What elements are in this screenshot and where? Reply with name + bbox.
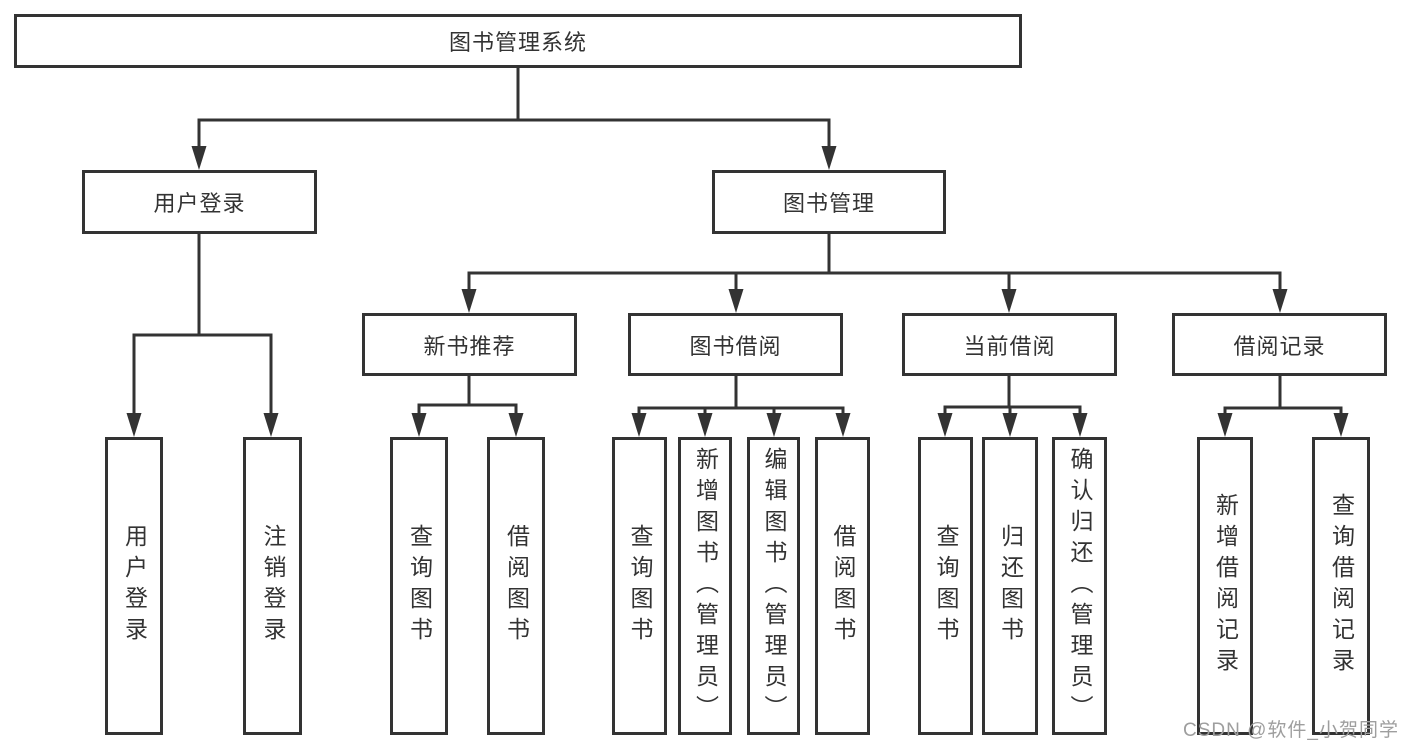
node-label: 新书推荐: [423, 333, 516, 359]
node-borrowing-records: 借阅记录: [1172, 313, 1387, 376]
node-current-borrowing: 当前借阅: [902, 313, 1117, 376]
leaf-query-books-2: 查询图书: [612, 437, 667, 735]
leaf-add-books-admin: 新增图书（管理员）: [678, 437, 732, 735]
node-label: 图书管理: [782, 191, 875, 216]
leaf-logout: 注销登录: [243, 437, 302, 735]
leaf-label: 查询借阅记录: [1328, 493, 1355, 679]
leaf-label: 查询图书: [627, 524, 653, 648]
connector-paths: [132, 68, 1343, 417]
leaf-borrow-books-2: 借阅图书: [815, 437, 870, 735]
node-library-management-system: 图书管理系统: [14, 14, 1022, 68]
leaf-label: 查询图书: [933, 524, 959, 648]
csdn-watermark: CSDN @软件_小贺同学: [1183, 720, 1399, 741]
node-book-management: 图书管理: [712, 170, 946, 234]
leaf-label: 用户登录: [121, 524, 148, 648]
leaf-label: 注销登录: [260, 524, 286, 648]
leaf-label: 新增借阅记录: [1212, 493, 1239, 679]
leaf-label: 编辑图书（管理员）: [761, 446, 787, 726]
leaf-confirm-return-admin: 确认归还（管理员）: [1052, 437, 1107, 735]
leaf-label: 查询图书: [406, 524, 433, 648]
node-new-book-recommend: 新书推荐: [362, 313, 577, 376]
node-label: 用户登录: [153, 191, 246, 216]
leaf-query-borrow-record: 查询借阅记录: [1312, 437, 1370, 735]
node-user-login: 用户登录: [82, 170, 317, 234]
arrowheads: [126, 146, 1349, 437]
leaf-return-books: 归还图书: [982, 437, 1038, 735]
node-label: 借阅记录: [1233, 333, 1326, 359]
leaf-label: 借阅图书: [503, 524, 530, 648]
leaf-edit-books-admin: 编辑图书（管理员）: [747, 437, 800, 735]
node-book-borrowing: 图书借阅: [628, 313, 843, 376]
leaf-user-login: 用户登录: [105, 437, 163, 735]
leaf-label: 新增图书（管理员）: [692, 446, 719, 726]
leaf-label: 归还图书: [997, 524, 1024, 648]
node-label: 图书借阅: [689, 333, 782, 359]
leaf-add-borrow-record: 新增借阅记录: [1197, 437, 1253, 735]
leaf-borrow-books-1: 借阅图书: [487, 437, 545, 735]
node-label: 图书管理系统: [448, 30, 587, 55]
leaf-label: 借阅图书: [830, 524, 856, 648]
leaf-label: 确认归还（管理员）: [1067, 446, 1093, 726]
node-label: 当前借阅: [963, 333, 1056, 359]
leaf-query-books-1: 查询图书: [390, 437, 448, 735]
leaf-query-books-3: 查询图书: [918, 437, 973, 735]
